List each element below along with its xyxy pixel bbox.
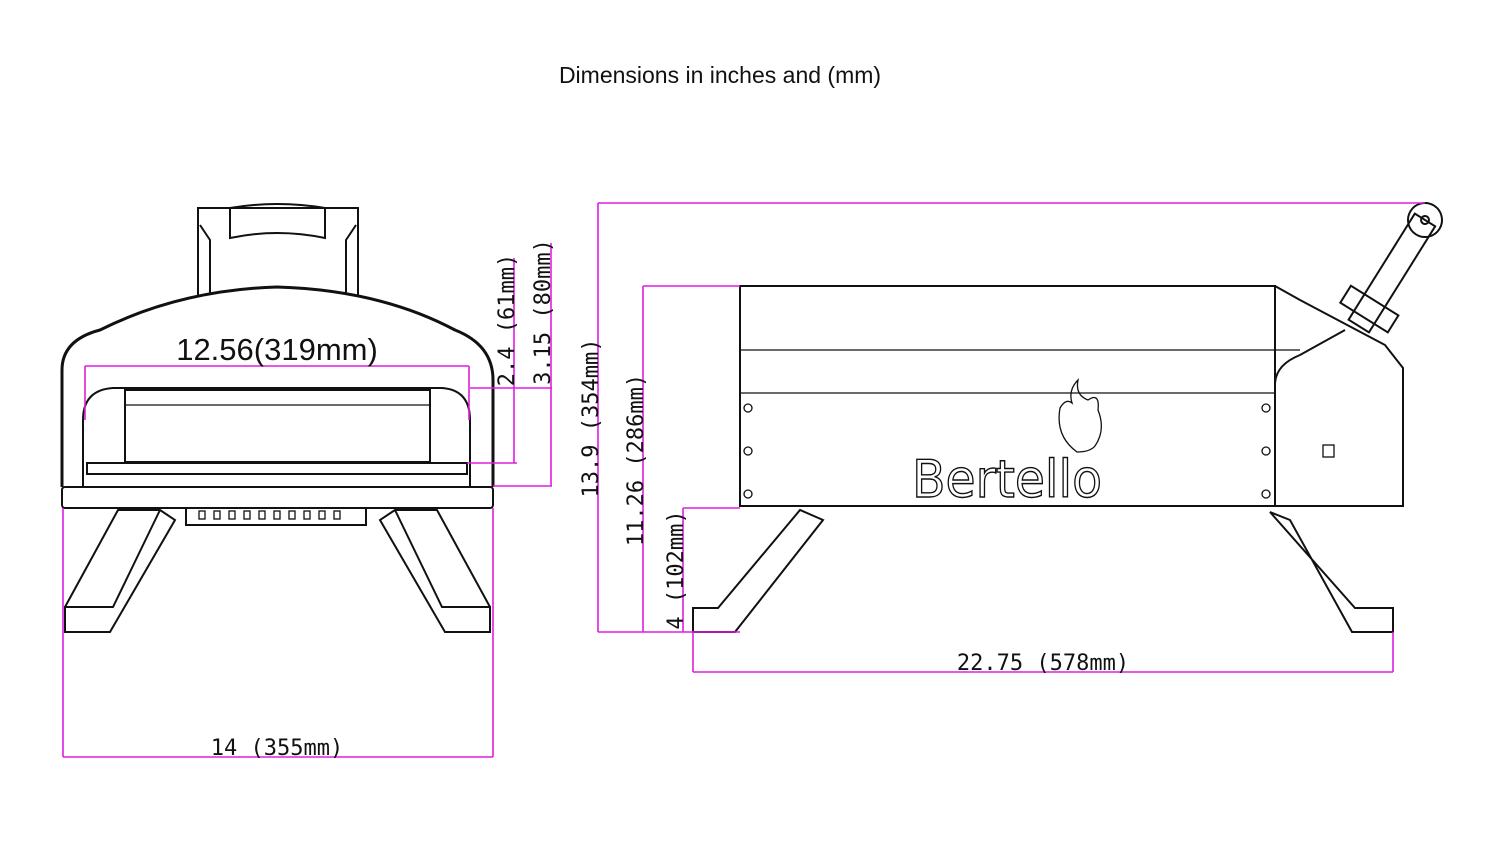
opening-height-outer-label: 3.15 (80mm)	[531, 239, 556, 385]
front-base	[61, 486, 494, 509]
front-view	[60, 203, 495, 633]
overall-width-label: 14 (355mm)	[211, 736, 343, 761]
oven-opening	[82, 387, 471, 487]
side-leg-right	[1269, 511, 1394, 633]
diagram-title: Dimensions in inches and (mm)	[558, 62, 882, 88]
side-leg-left	[692, 508, 825, 633]
body-height-label: 11.26 (286mm)	[624, 374, 649, 546]
front-dome	[60, 285, 495, 487]
leg-height-label: 4 (102mm)	[664, 510, 689, 629]
overall-height-label: 13.9 (354mm)	[579, 339, 604, 498]
flame-icon	[1058, 378, 1102, 453]
front-leg-right	[378, 508, 491, 633]
brand-wordmark: Bertello	[912, 450, 1102, 510]
front-leg-left	[64, 508, 177, 633]
opening-height-inner-label: 2.4 (61mm)	[495, 254, 520, 386]
side-dimensions	[597, 202, 1425, 673]
side-handle	[1338, 202, 1443, 334]
front-handle	[197, 203, 359, 295]
overall-length-label: 22.75 (578mm)	[957, 651, 1129, 676]
pizza-stone	[86, 462, 468, 475]
front-dimensions	[62, 243, 552, 758]
brand-logo: Bertello	[911, 378, 1103, 511]
burner-housing	[1274, 285, 1404, 507]
side-view: Bertello	[692, 202, 1443, 633]
opening-width-label: 12.56(319mm)	[176, 332, 378, 367]
